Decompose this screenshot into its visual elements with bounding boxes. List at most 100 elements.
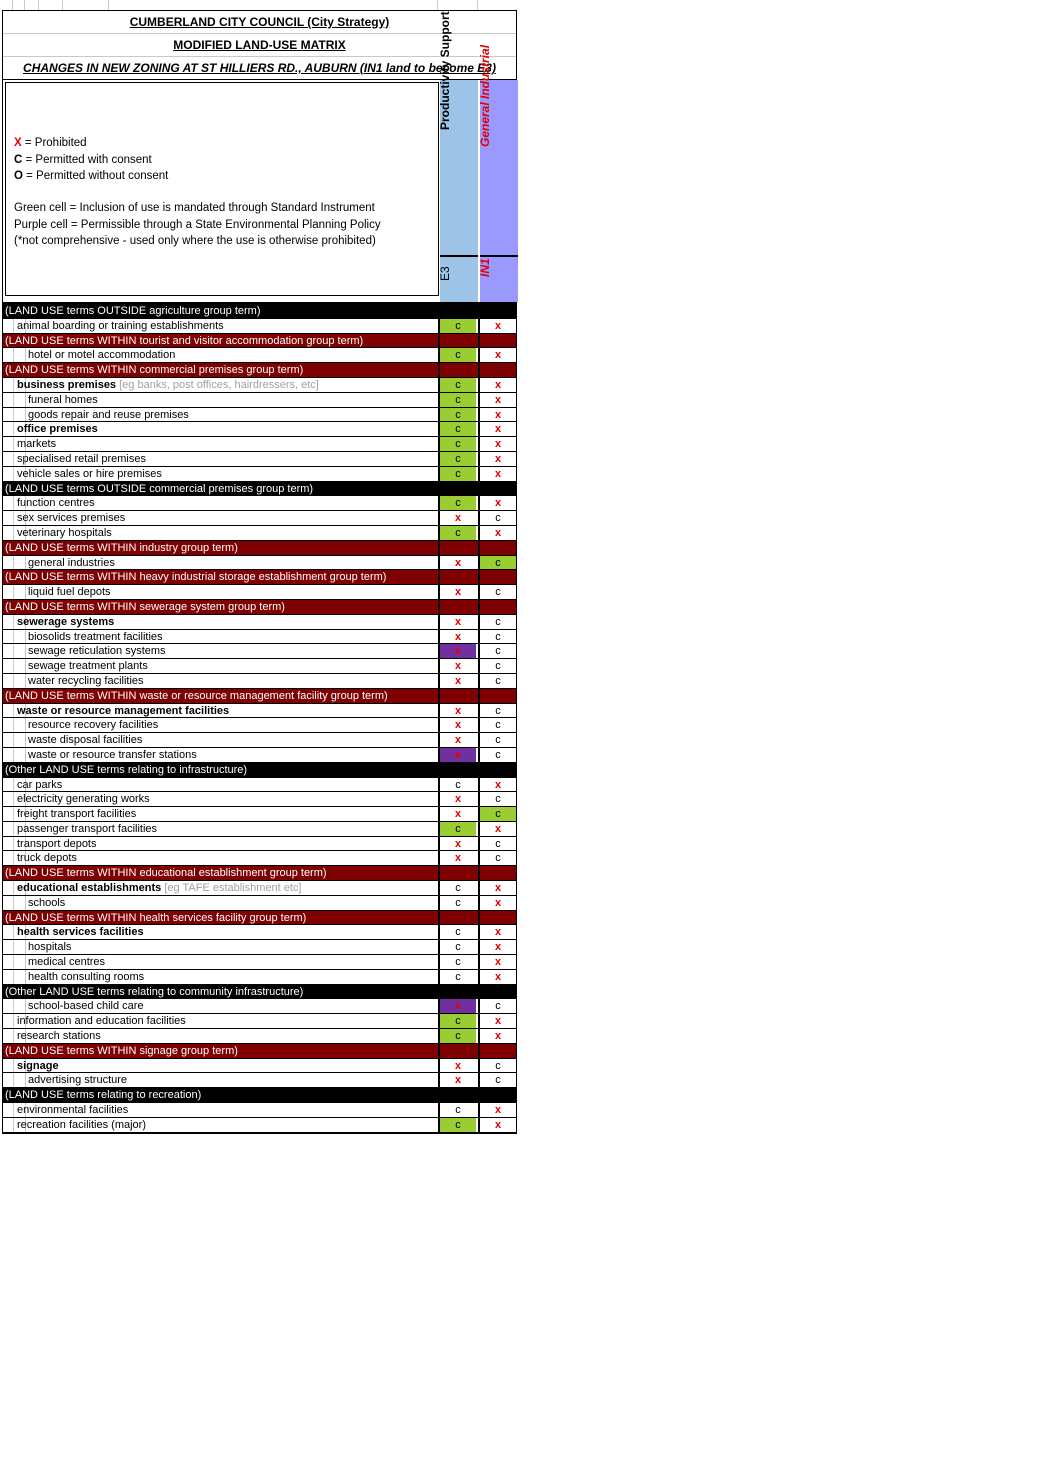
land-use-term-text: waste or resource management facilities [17, 704, 230, 717]
group-header-row: (LAND USE terms WITHIN waste or resource… [3, 688, 516, 704]
grid-line [25, 969, 26, 984]
in1-permission-cell: c [478, 703, 516, 718]
in1-header-cell [478, 910, 516, 925]
e3-header-cell [438, 570, 476, 585]
e3-permission-cell: x [438, 747, 476, 762]
land-use-term-text: hotel or motel accommodation [28, 349, 176, 362]
legend-o-key: O [14, 170, 23, 182]
e3-permission-cell: c [438, 451, 476, 466]
group-header-row: (LAND USE terms WITHIN sewerage system g… [3, 599, 516, 615]
in1-permission-cell: x [478, 496, 516, 511]
land-use-term: truck depots [17, 851, 77, 865]
in1-permission-cell: x [478, 348, 516, 363]
grid-line [13, 777, 14, 792]
group-header-row: (LAND USE terms WITHIN commercial premis… [3, 363, 516, 378]
grid-line [25, 940, 26, 955]
land-use-matrix-sheet: CUMBERLAND CITY COUNCIL (City Strategy) … [2, 10, 518, 1134]
land-use-term: advertising structure [28, 1073, 127, 1087]
land-use-term: veterinary hospitals [17, 526, 112, 540]
land-use-label-cell: truck depots [3, 851, 438, 866]
land-use-term-text: health consulting rooms [28, 970, 145, 983]
group-header-label: (LAND USE terms WITHIN industry group te… [5, 541, 238, 554]
grid-line [25, 614, 26, 629]
zone-in1-code-cell: IN1 [478, 257, 518, 302]
land-use-term: hospitals [28, 940, 71, 954]
in1-permission-cell: c [478, 747, 516, 762]
land-use-term-text: passenger transport facilities [17, 822, 158, 835]
land-use-label-cell: resource recovery facilities [3, 718, 438, 733]
land-use-label-cell: goods repair and reuse premises [3, 407, 438, 422]
grid-line [13, 348, 14, 363]
grid-line [13, 821, 14, 836]
in1-permission-cell: x [478, 881, 516, 895]
zone-in1-name-cell: General Industrial [478, 45, 518, 257]
in1-header-cell [478, 363, 516, 377]
grid-line [25, 377, 26, 392]
grid-line [25, 496, 26, 511]
group-header-row: (LAND USE terms OUTSIDE agriculture grou… [3, 304, 516, 319]
group-header-row: (Other LAND USE terms relating to infras… [3, 762, 516, 778]
in1-permission-cell: x [478, 895, 516, 910]
in1-permission-cell: c [478, 1073, 516, 1088]
land-use-label-cell: animal boarding or training establishmen… [3, 318, 438, 333]
grid-line [13, 1073, 14, 1088]
land-use-term-text: liquid fuel depots [28, 586, 111, 599]
land-use-term-text: signage [17, 1059, 59, 1072]
land-use-label-cell: sewage treatment plants [3, 659, 438, 673]
land-use-term: educational establishments [eg TAFE esta… [17, 881, 301, 895]
land-use-term-text: biosolids treatment facilities [28, 630, 163, 643]
in1-permission-cell: x [478, 422, 516, 437]
group-header-row: (Other LAND USE terms relating to commun… [3, 984, 516, 1000]
in1-permission-cell: x [478, 1029, 516, 1043]
grid-line [13, 392, 14, 407]
legend-box: X = Prohibited C = Permitted with consen… [5, 82, 439, 296]
in1-permission-cell: x [478, 377, 516, 392]
in1-permission-cell: c [478, 807, 516, 821]
grid-line [25, 659, 26, 673]
group-header-row: (LAND USE terms WITHIN industry group te… [3, 540, 516, 556]
grid-line [25, 585, 26, 599]
grid-line [25, 807, 26, 821]
in1-header-cell [478, 688, 516, 703]
e3-header-cell [438, 363, 476, 377]
land-use-term: biosolids treatment facilities [28, 630, 163, 644]
group-header-row: (LAND USE terms relating to recreation) [3, 1088, 516, 1104]
group-header-row: (LAND USE terms WITHIN educational estab… [3, 866, 516, 882]
land-use-term-text: resource recovery facilities [28, 719, 159, 732]
grid-line [25, 451, 26, 466]
e3-permission-cell: x [438, 644, 476, 659]
land-use-label-cell: health consulting rooms [3, 969, 438, 984]
land-use-label-cell: liquid fuel depots [3, 585, 438, 599]
land-use-term-text: car parks [17, 778, 63, 791]
group-header-row: (LAND USE terms OUTSIDE commercial premi… [3, 481, 516, 497]
in1-permission-cell: c [478, 673, 516, 688]
group-header-label: (LAND USE terms WITHIN health services f… [5, 911, 307, 924]
land-use-label-cell: office premises [3, 422, 438, 437]
grid-line [13, 881, 14, 895]
land-use-term: sewage treatment plants [28, 659, 148, 673]
land-use-term: health consulting rooms [28, 970, 144, 984]
land-use-term: car parks [17, 778, 62, 792]
grid-line [13, 925, 14, 940]
land-use-label-cell: waste or resource transfer stations [3, 747, 438, 762]
land-use-term-text: research stations [17, 1030, 101, 1043]
e3-permission-cell: c [438, 881, 476, 895]
grid-line [13, 851, 14, 866]
grid-line [13, 940, 14, 955]
grid-line [25, 955, 26, 969]
land-use-note: [eg banks, post offices, hairdressers, e… [116, 378, 319, 391]
e3-permission-cell: c [438, 466, 476, 481]
grid-line [13, 836, 14, 851]
